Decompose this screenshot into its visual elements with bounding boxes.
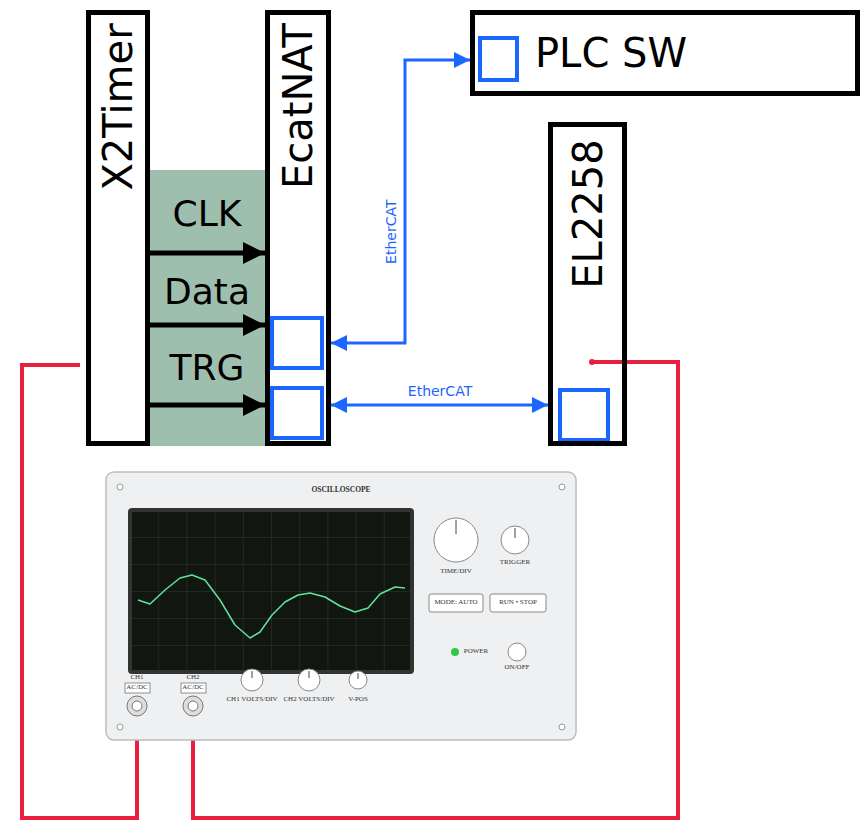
knob	[298, 669, 320, 691]
panel-label: ON/OFF	[505, 664, 530, 672]
coupling-box	[125, 683, 150, 693]
port-square	[272, 318, 322, 368]
bnc-connector	[127, 696, 147, 716]
panel-label: CH2	[186, 674, 199, 682]
knob	[349, 671, 367, 689]
panel-label: OSCILLOSCOPE	[311, 486, 370, 494]
knob	[434, 518, 478, 562]
signal-arrow	[150, 403, 265, 408]
screen-bezel	[128, 508, 414, 674]
signal-name: Data	[164, 272, 250, 312]
power-led	[451, 648, 459, 656]
screw	[559, 484, 565, 490]
panel-label: TIME/DIV	[440, 568, 472, 576]
panel-label: MODE: AUTO	[434, 599, 477, 607]
knob	[241, 669, 263, 691]
link-label: EtherCAT	[408, 384, 472, 399]
signal-arrow	[150, 323, 265, 328]
knob-mark	[515, 528, 516, 538]
bnc-connector	[132, 701, 142, 711]
port-square	[480, 38, 517, 80]
device-name: PLC SW	[535, 30, 687, 76]
signal-arrow	[150, 251, 265, 256]
port-square	[272, 388, 322, 438]
device-box: EL2258	[548, 122, 627, 446]
panel-label: CH1 VOLTS/DIV	[226, 696, 277, 704]
panel-label: AC/DC	[182, 684, 203, 692]
ethercat-link	[331, 60, 470, 343]
device-name: X2Timer	[95, 23, 141, 190]
knob-mark	[309, 671, 310, 678]
screw	[559, 724, 565, 730]
device-name: EcatNAT	[275, 23, 321, 189]
waveform	[138, 575, 405, 638]
knob-mark	[358, 673, 359, 679]
link-label: EtherCAT	[383, 200, 398, 264]
signal-band	[150, 170, 265, 446]
screw	[117, 484, 123, 490]
ethercat-link	[331, 404, 548, 407]
device-box: X2Timer	[86, 10, 150, 446]
knob	[501, 526, 529, 554]
screw	[117, 724, 123, 730]
panel-label: V-POS	[348, 696, 368, 704]
device-box: PLC SW	[470, 10, 860, 96]
panel-label: TRIGGER	[500, 559, 530, 567]
bnc-connector	[188, 701, 198, 711]
screen-grid	[132, 512, 410, 670]
probe-point	[589, 359, 595, 365]
device-name: EL2258	[565, 139, 611, 288]
scope-panel	[106, 472, 576, 740]
panel-label: AC/DC	[126, 684, 147, 692]
panel-label: CH1	[130, 674, 143, 682]
button	[429, 594, 483, 612]
device-box: EcatNAT	[265, 10, 331, 446]
knob-mark	[456, 520, 457, 534]
signal-name: CLK	[173, 194, 242, 234]
scope-screen	[132, 512, 410, 670]
coupling-box	[181, 683, 206, 693]
signal-name: TRG	[170, 348, 245, 388]
port-square	[560, 390, 608, 440]
panel-label: CH2 VOLTS/DIV	[283, 696, 334, 704]
button	[490, 594, 546, 612]
power-button	[508, 643, 526, 661]
panel-label: RUN • STOP	[499, 599, 537, 607]
bnc-connector	[183, 696, 203, 716]
panel-label: POWER	[464, 648, 489, 656]
knob-mark	[252, 671, 253, 678]
